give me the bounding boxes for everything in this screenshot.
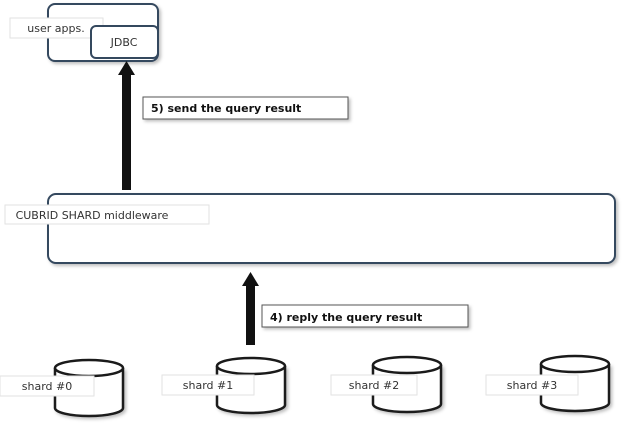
shard-1: shard #1 xyxy=(161,356,287,415)
jdbc-label: JDBC xyxy=(110,36,138,49)
step-4-label: 4) reply the query result xyxy=(270,311,422,324)
shard-2: shard #2 xyxy=(330,355,443,414)
shard-3-label: shard #3 xyxy=(507,379,557,392)
user-apps-label: user apps. xyxy=(27,22,84,35)
step-4-callout: 4) reply the query result xyxy=(261,304,469,328)
shard-2-label: shard #2 xyxy=(349,379,399,392)
shard-0-label: shard #0 xyxy=(22,380,72,393)
step-5-callout: 5) send the query result xyxy=(142,96,349,120)
shard-0: shard #0 xyxy=(0,358,125,418)
send-result-arrow xyxy=(118,61,135,190)
reply-result-arrow xyxy=(242,272,259,345)
shard-1-label: shard #1 xyxy=(183,379,233,392)
middleware-box: CUBRID SHARD middleware xyxy=(4,193,616,264)
shard-3: shard #3 xyxy=(485,354,611,413)
jdbc-box: JDBC xyxy=(90,25,159,59)
step-5-label: 5) send the query result xyxy=(151,102,301,115)
middleware-label: CUBRID SHARD middleware xyxy=(16,209,169,222)
